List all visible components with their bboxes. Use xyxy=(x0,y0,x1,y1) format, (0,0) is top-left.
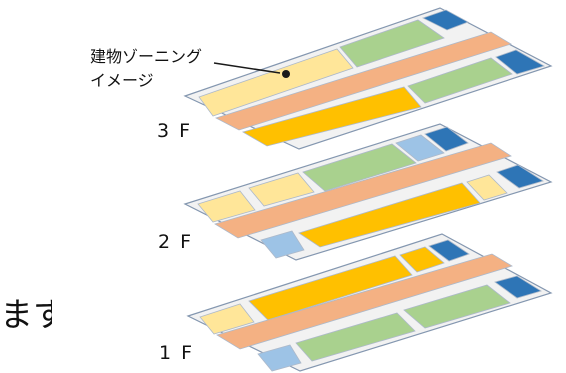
floor-1f-plate xyxy=(186,233,553,372)
zone-3f-orange xyxy=(241,86,422,147)
floor-label-1f: 1 F xyxy=(159,342,195,364)
zone-2f-light-yellow-2 xyxy=(248,172,315,207)
zone-3f-green xyxy=(339,19,445,68)
callout-leader-line xyxy=(213,62,281,74)
zone-2f-dark-blue-2 xyxy=(496,164,544,189)
floor-3f-plate xyxy=(183,7,553,150)
zone-1f-green-1 xyxy=(295,312,416,362)
zone-1f-orange-2 xyxy=(399,246,445,273)
callout-dot xyxy=(282,70,290,78)
floor-label-3f: 3 F xyxy=(157,120,193,142)
zone-2f-orange xyxy=(298,182,481,248)
zone-2f-light-blue-2 xyxy=(260,230,305,259)
zone-1f-dark-blue-2 xyxy=(494,275,542,299)
callout-label-line2: イメージ xyxy=(90,71,154,90)
zone-1f-light-blue xyxy=(257,344,302,372)
zone-3f-green-2 xyxy=(407,57,513,104)
zone-1f-green-2 xyxy=(403,284,511,329)
zone-1f-salmon xyxy=(216,253,513,350)
zone-2f-light-blue xyxy=(395,134,445,162)
zone-1f-dark-blue xyxy=(428,239,470,262)
zone-1f-light-yellow xyxy=(199,303,255,335)
zone-2f-light-yellow-3 xyxy=(466,174,508,201)
zone-3f-salmon xyxy=(214,31,512,131)
zone-3f-light-yellow xyxy=(198,48,354,117)
zone-2f-green xyxy=(302,143,417,192)
zone-3f-dark-blue xyxy=(421,9,469,31)
floor-label-2f: 2 F xyxy=(158,231,194,253)
callout-label-line1: 建物ゾーニング xyxy=(90,47,203,66)
zone-2f-dark-blue xyxy=(424,126,469,152)
zone-3f-dark-blue-2 xyxy=(495,49,546,75)
floor-2f-plate xyxy=(183,123,553,261)
cut-off-text: ます xyxy=(0,295,52,334)
zone-2f-salmon xyxy=(214,142,512,239)
zone-1f-orange xyxy=(248,255,413,321)
zone-2f-light-yellow-1 xyxy=(197,190,256,223)
